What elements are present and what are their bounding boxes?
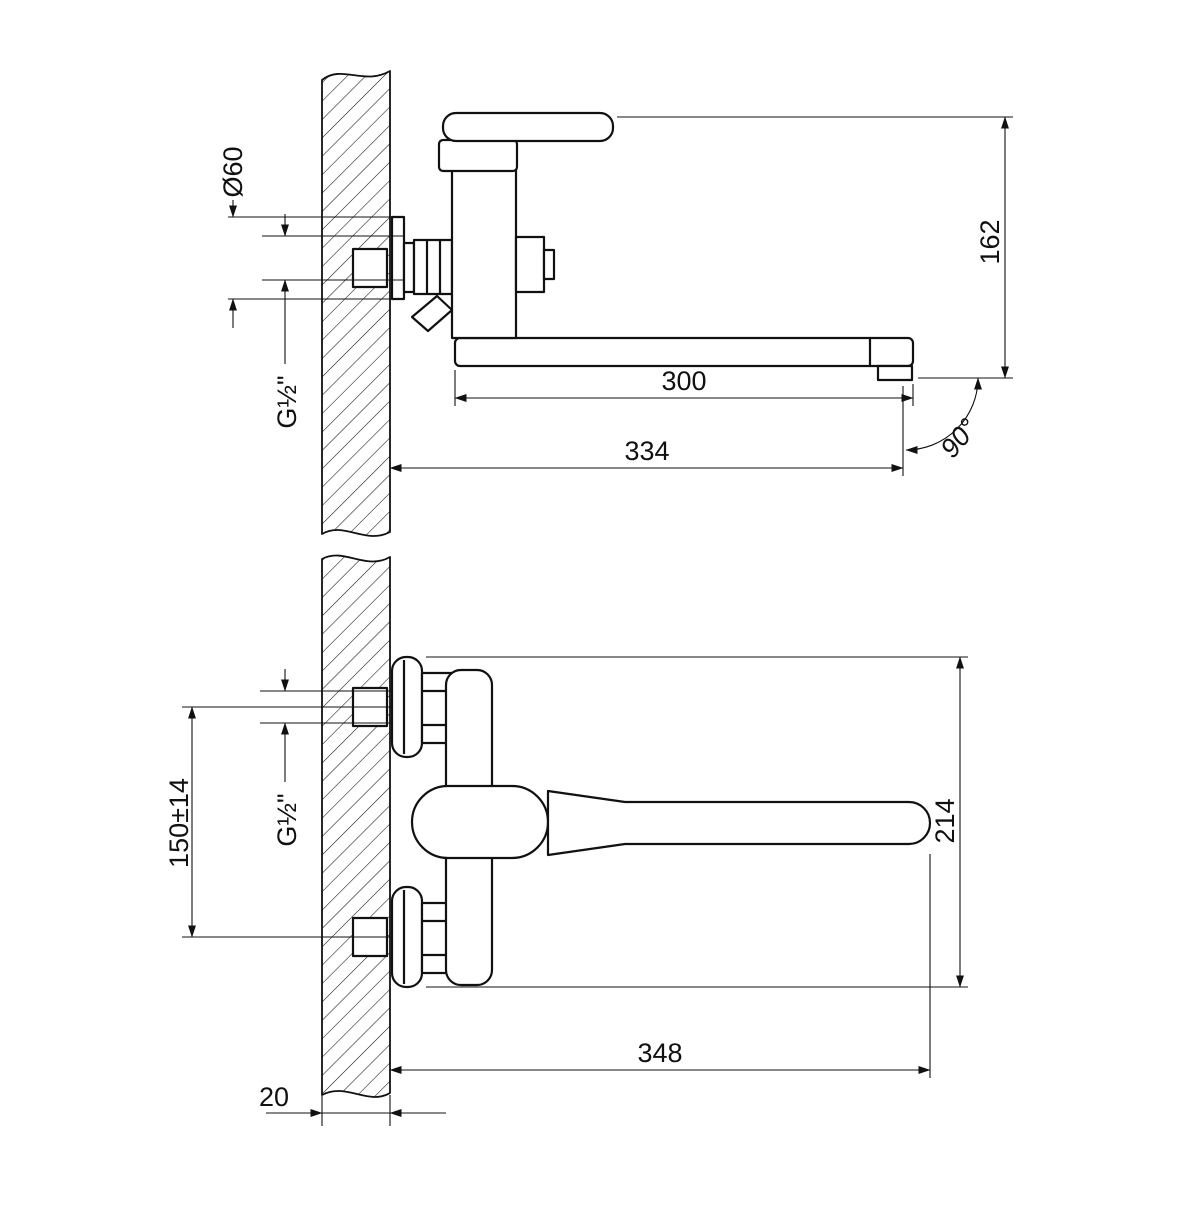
spout-tube [453, 336, 915, 368]
union-nut [412, 238, 454, 296]
dimension-labels-plan-view: 150±14 G½" 214 348 20 [164, 778, 960, 1112]
faucet-side-view [351, 111, 915, 382]
dim-label-inlet-thread: G½" [272, 375, 302, 428]
faucet-plan-view [351, 655, 932, 989]
dimensions-side-view [228, 116, 1013, 476]
dim-label-projection-plan: 348 [637, 1038, 682, 1068]
diverter-knob [410, 294, 454, 333]
dim-label-spout-length: 300 [661, 366, 706, 396]
dim-label-spout-swing: 90° [934, 413, 983, 464]
dim-label-projection: 334 [624, 436, 669, 466]
mixer-capsule [410, 784, 550, 860]
dim-label-height: 162 [975, 219, 1005, 264]
mixer-body [450, 168, 518, 340]
handle-lever [441, 111, 615, 143]
dim-label-body-length: 214 [930, 798, 960, 843]
dim-90deg-arc [905, 377, 982, 454]
escutcheon-body [402, 241, 416, 294]
dim-label-inlet-spacing: 150±14 [164, 778, 194, 868]
spout-handle-capsule [546, 789, 932, 857]
aerator [876, 364, 914, 382]
escutcheon-top-inlet [390, 655, 424, 759]
wall-fitting-square [351, 247, 389, 289]
escutcheon-bottom-inlet [390, 885, 424, 989]
wall-lower [321, 554, 391, 1098]
dim-label-inlet-thread-plan: G½" [272, 793, 302, 846]
escutcheon-flange [390, 215, 406, 301]
dim-label-wall-offset: 20 [259, 1082, 289, 1112]
wall-upper [321, 70, 391, 537]
handle-base [437, 138, 519, 173]
dimensions-plan-view [182, 656, 968, 1126]
dim-label-escutcheon-diameter: Ø60 [218, 146, 248, 197]
shower-outlet [514, 235, 546, 294]
shower-outlet-tip [542, 248, 556, 281]
